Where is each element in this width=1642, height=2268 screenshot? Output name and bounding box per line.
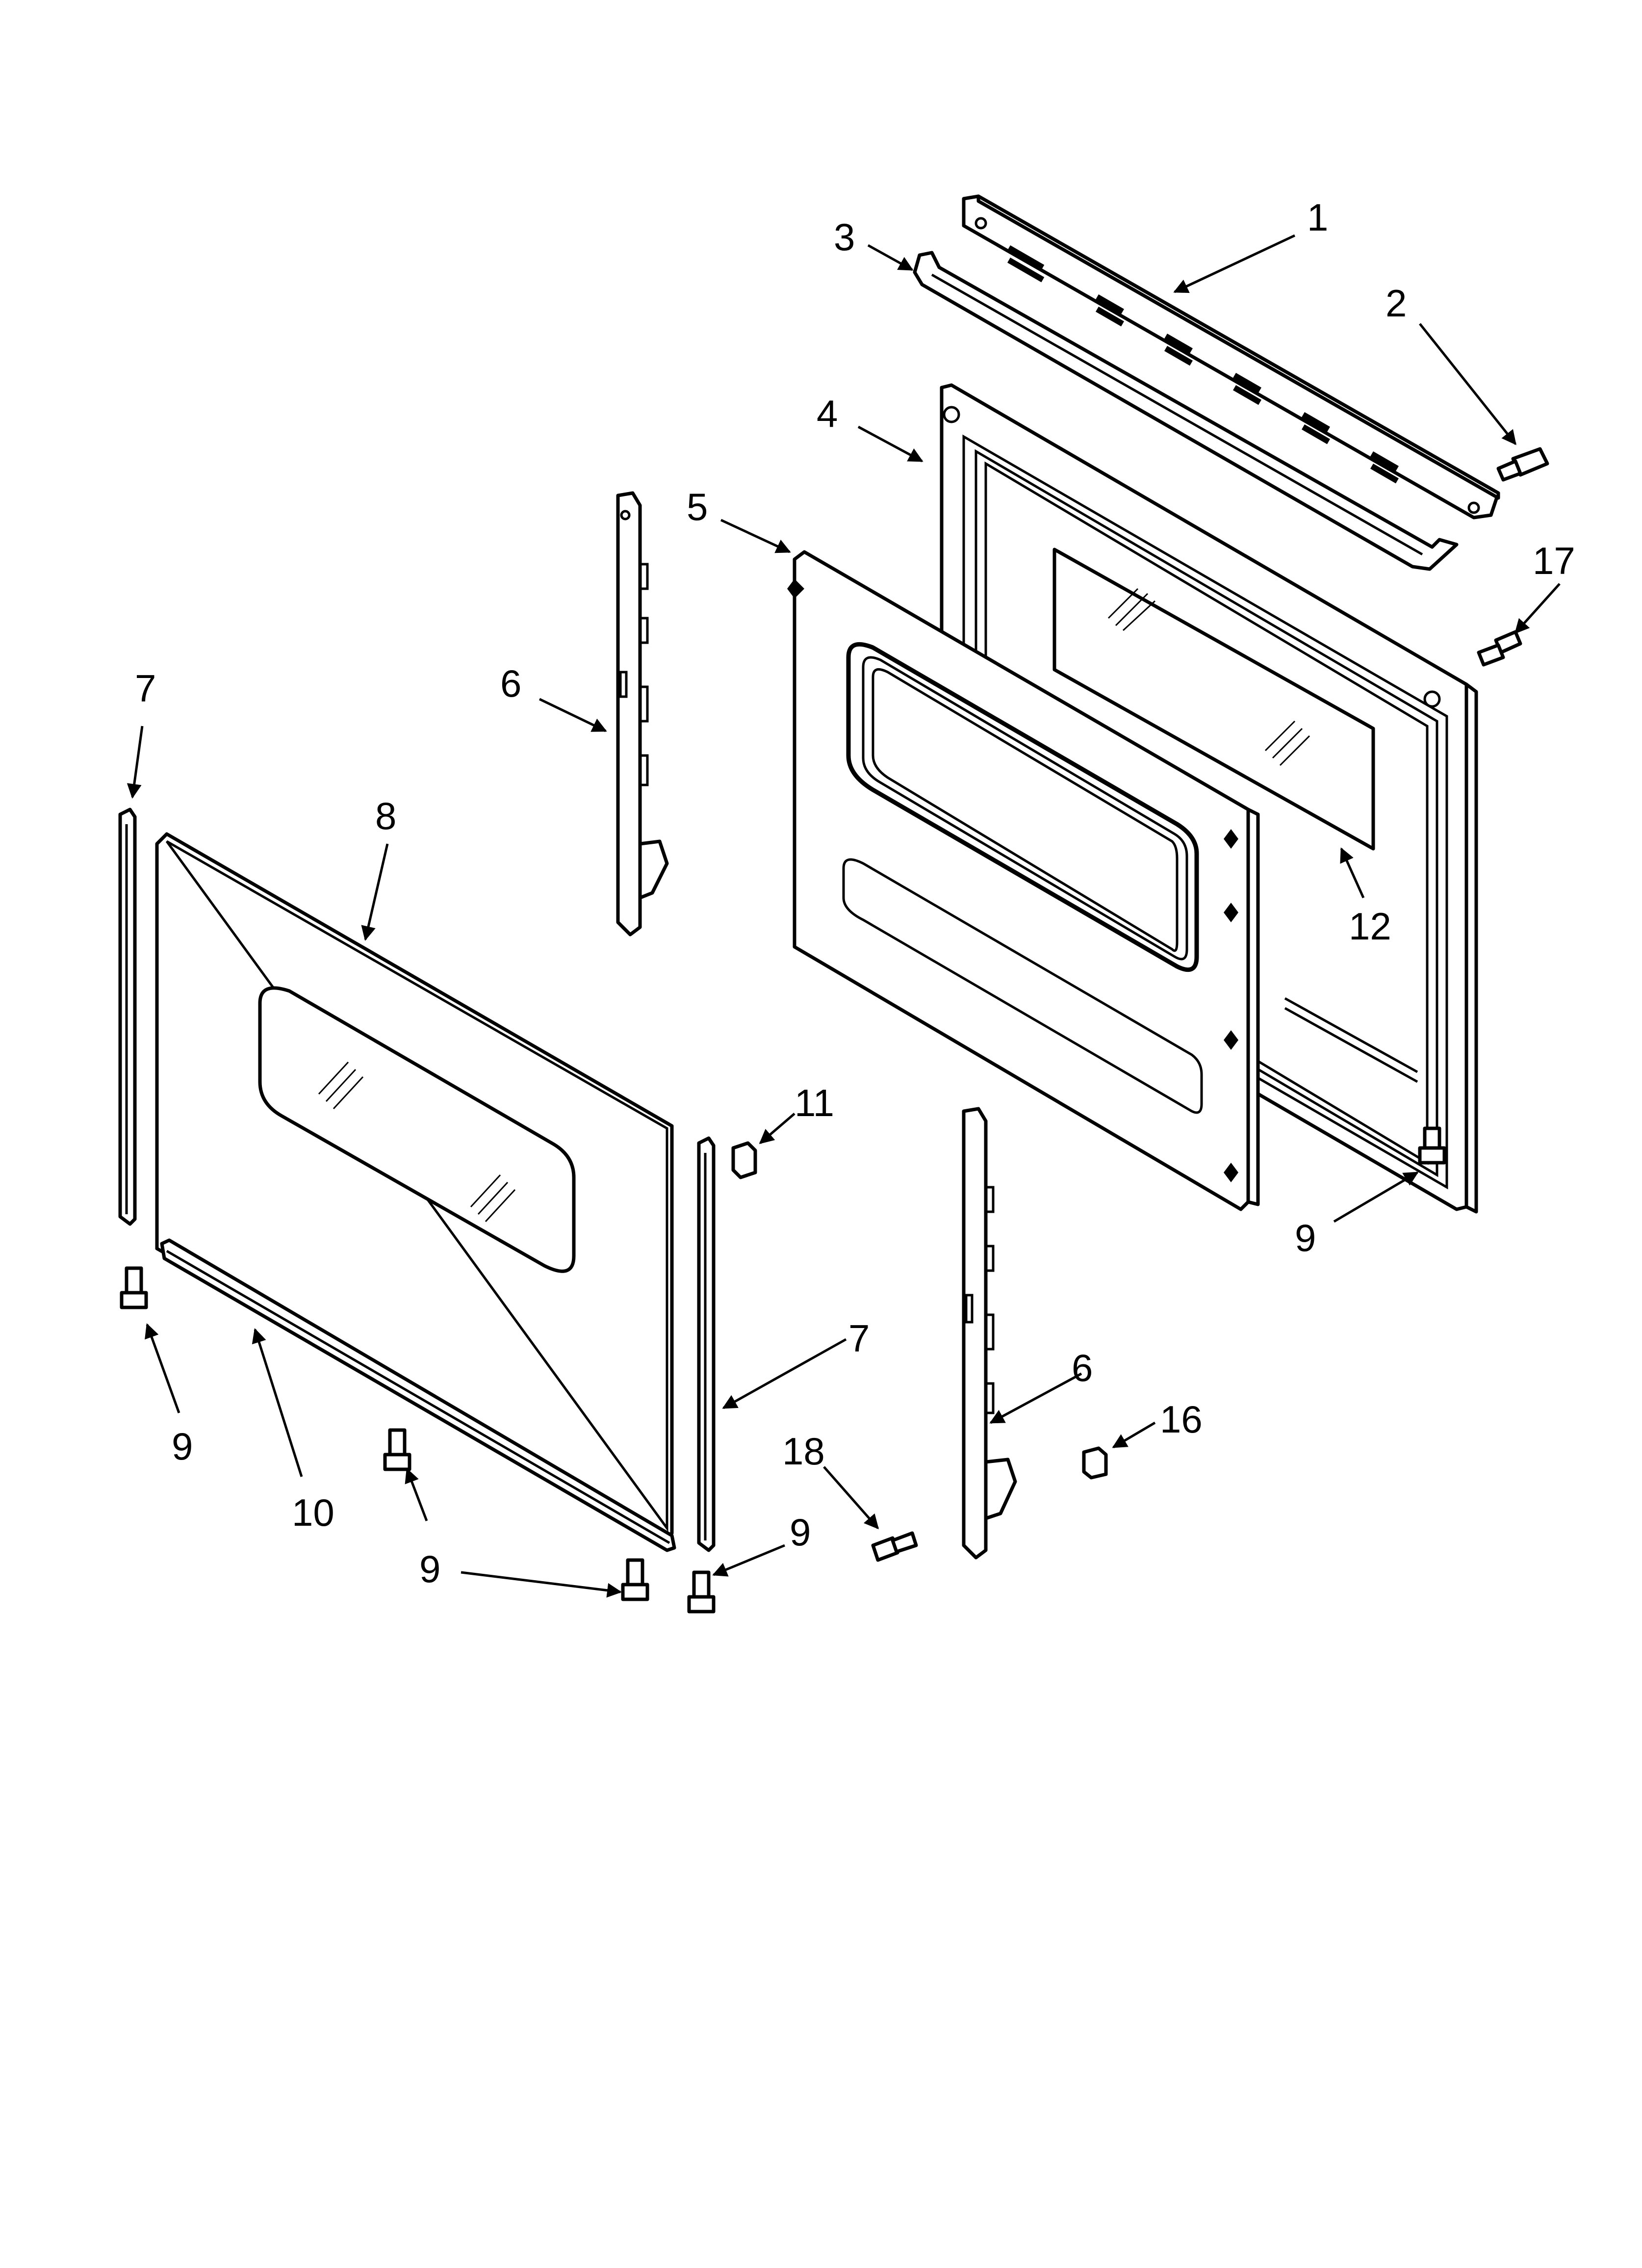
vent-trim-part [962,194,1500,520]
clip-part-16 [1082,1446,1108,1480]
screw-part-9-left [120,1266,148,1309]
callout-8: 8 [375,794,396,837]
screw-part-18 [871,1531,918,1562]
callout-16: 16 [1160,1398,1203,1441]
callout-9-lower-right: 9 [790,1511,811,1554]
callout-3: 3 [834,215,855,259]
hinge-part-6-lower [962,1107,1017,1560]
screw-part-2 [1496,447,1549,482]
callout-9-left: 9 [172,1425,193,1468]
callout-7-left: 7 [135,667,156,710]
outer-door-glass-part [155,832,674,1540]
hinge-part-6-upper [616,491,669,937]
callout-1: 1 [1307,196,1328,239]
callout-9-center: 9 [419,1547,440,1590]
screw-part-9-lower-right [687,1570,716,1614]
screw-part-9-center [383,1428,411,1471]
callout-10: 10 [292,1491,334,1534]
door-frame-part [787,550,1260,1211]
door-handle-trim-part [913,251,1459,571]
callout-12: 12 [1349,905,1391,948]
callout-5: 5 [687,485,708,528]
callout-6-upper: 6 [500,662,521,705]
callout-9-right: 9 [1295,1216,1316,1259]
bottom-trim-part-10 [160,1238,676,1552]
screw-part-17 [1477,630,1522,667]
screw-part-9-bottom-right-upper [1418,1126,1446,1165]
side-trim-part-7-left [118,808,137,1226]
callout-2: 2 [1385,282,1407,325]
callout-7-right: 7 [848,1317,870,1360]
callout-18: 18 [782,1430,825,1473]
clip-part-11 [731,1141,757,1179]
side-trim-part-7-right [697,1136,716,1552]
screw-part-9-lower-center [621,1558,649,1601]
callout-17: 17 [1533,539,1575,582]
leader-lines [127,234,1561,1598]
callout-6-lower: 6 [1072,1346,1093,1389]
callout-11: 11 [795,1081,834,1124]
callout-4: 4 [817,392,838,435]
callout-labels: 1 2 3 4 5 6 6 7 7 8 9 9 9 9 10 11 12 16 … [135,196,1575,1590]
